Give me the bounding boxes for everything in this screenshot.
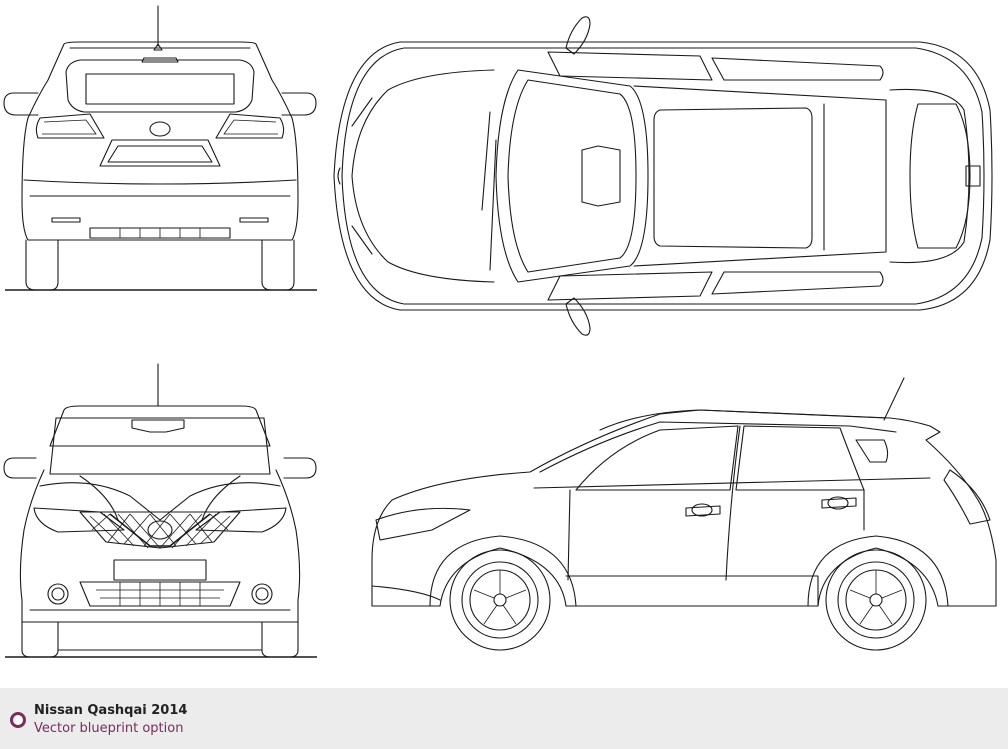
caption-subtitle: Vector blueprint option xyxy=(34,721,184,736)
caption-title: Nissan Qashqai 2014 xyxy=(34,703,188,718)
front-view xyxy=(3,363,317,658)
top-view xyxy=(333,16,993,336)
record-circle-icon xyxy=(10,712,26,728)
side-view xyxy=(371,377,997,651)
rear-view xyxy=(3,5,317,291)
caption-bar: Nissan Qashqai 2014 Vector blueprint opt… xyxy=(0,688,1008,749)
blueprint-canvas xyxy=(3,5,997,658)
